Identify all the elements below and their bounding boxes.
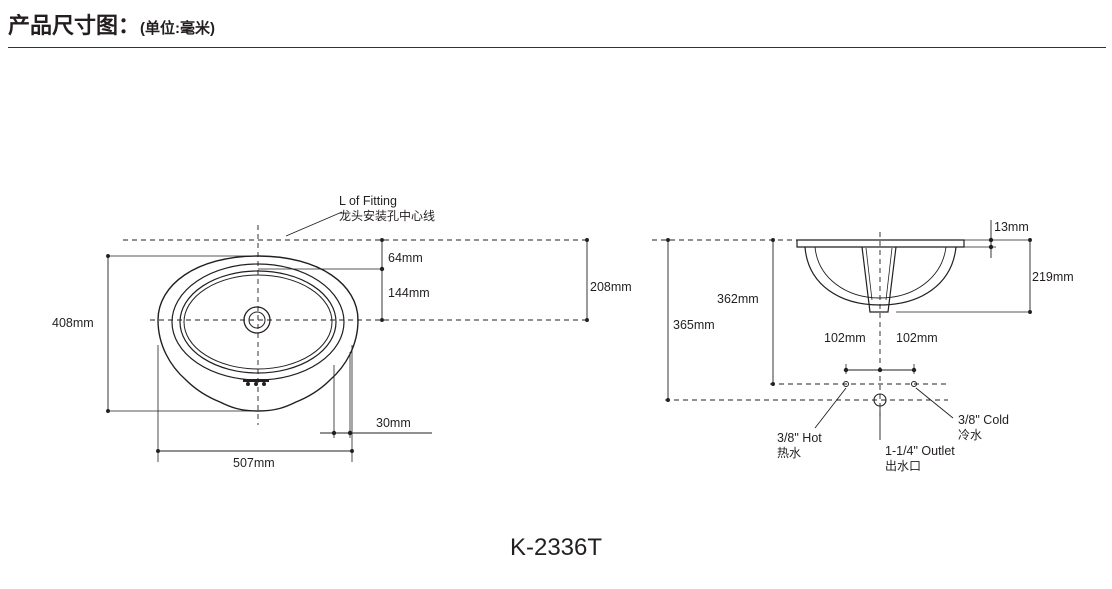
side-rim <box>796 239 965 248</box>
drain-outer <box>243 306 271 334</box>
top-view <box>106 211 589 462</box>
dim-label-507: 507mm <box>233 456 275 470</box>
overflow-holes <box>243 379 269 386</box>
outlet-label-en: 1-1/4" Outlet <box>885 444 955 458</box>
dim-label-408: 408mm <box>52 316 94 330</box>
fitting-label-en: L of Fitting <box>339 194 397 208</box>
hot-supply-point <box>843 381 849 387</box>
page-title: 产品尺寸图： <box>8 13 141 38</box>
unit-label: (单位:毫米) <box>140 20 216 37</box>
page-header: 产品尺寸图：(单位:毫米) <box>8 8 215 44</box>
outlet-point <box>873 393 887 407</box>
side-bowl-inner <box>814 246 947 299</box>
dim-label-102-left: 102mm <box>824 331 866 345</box>
dim-label-13: 13mm <box>994 220 1029 234</box>
cold-leader <box>915 387 954 419</box>
side-drain <box>861 246 897 313</box>
hot-leader <box>814 387 847 429</box>
hot-label-en: 3/8" Hot <box>777 431 822 445</box>
dim-label-64: 64mm <box>388 251 423 265</box>
dim-label-219: 219mm <box>1032 270 1074 284</box>
header-divider <box>8 47 1106 48</box>
fitting-label-cn: 龙头安装孔中心线 <box>339 208 435 223</box>
dim-label-30: 30mm <box>376 416 411 430</box>
dim-label-144: 144mm <box>388 286 430 300</box>
dim-label-365: 365mm <box>673 318 715 332</box>
basin-bowl-edge <box>179 270 337 374</box>
dim-label-102-right: 102mm <box>896 331 938 345</box>
fitting-leader <box>285 211 343 237</box>
side-view <box>652 220 1032 440</box>
cold-label-cn: 冷水 <box>958 428 982 442</box>
outlet-label-cn: 出水口 <box>885 459 921 473</box>
cold-supply-point <box>911 381 917 387</box>
top-view-labels: L of Fitting 龙头安装孔中心线 64mm 144mm 208mm 4… <box>52 194 632 470</box>
hot-label-cn: 热水 <box>777 446 801 460</box>
side-view-labels: 13mm 219mm 362mm 365mm 102mm 102mm 3/8" … <box>673 220 1074 473</box>
dim-label-362: 362mm <box>717 292 759 306</box>
cold-label-en: 3/8" Cold <box>958 413 1009 427</box>
dim-label-208: 208mm <box>590 280 632 294</box>
model-number: K-2336T <box>509 534 603 561</box>
